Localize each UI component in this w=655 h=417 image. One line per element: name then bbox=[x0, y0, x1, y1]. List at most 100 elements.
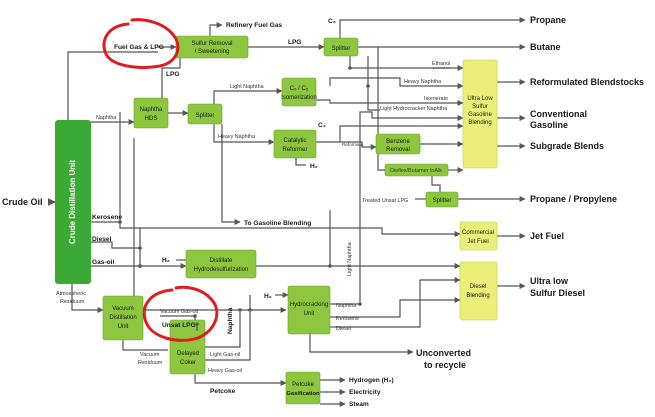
hydrocracking-unit bbox=[287, 285, 331, 335]
label-refinery-fuel-gas: Refinery Fuel Gas bbox=[226, 22, 282, 29]
delayed-coker-label-2: Coker bbox=[180, 360, 196, 366]
splitter-top-label: Splitter bbox=[332, 46, 351, 52]
label-treated-unsat-lpg: Treated Unsat LPG bbox=[362, 198, 408, 204]
splitter-top-unit bbox=[323, 37, 359, 57]
product-unconverted-line-2: to recycle bbox=[424, 360, 466, 370]
diesel-blending-unit bbox=[459, 261, 498, 321]
product-propane-propylene: Propane / Propylene bbox=[530, 194, 617, 204]
sulfur-removal-unit bbox=[175, 35, 249, 59]
flow-lines bbox=[47, 17, 526, 407]
commercial-jet-fuel-label-2: Jet Fuel bbox=[467, 239, 488, 245]
label-h2-dhds: H₂ bbox=[162, 257, 170, 264]
distillate-hds-label-2: Hydrodesulfurization bbox=[194, 267, 249, 273]
splitter-low-unit bbox=[425, 191, 459, 208]
label-fuel-gas-lpg: Fuel Gas & LPG bbox=[114, 44, 164, 51]
label-vacuum-residuum-line-2: Residuum bbox=[138, 360, 163, 366]
highlight-circle-unsat-lpg bbox=[142, 285, 219, 342]
label-lpg-left: LPG bbox=[166, 71, 180, 78]
unsat-lpg-dot bbox=[195, 322, 199, 326]
label-h2-reformer: H₂ bbox=[310, 163, 318, 170]
label-light-gas-oil: Light Gas-oil bbox=[210, 352, 240, 358]
catalytic-reformer-label-2: Reformer bbox=[282, 147, 307, 153]
label-gas-oil: Gas-oil bbox=[92, 259, 115, 266]
benzene-removal-label-1: Benzene bbox=[386, 139, 410, 145]
label-hcu-diesel: Diesel bbox=[336, 326, 351, 332]
dieflex-butamer-inalk-label: Dieflex/Butamer InAlk bbox=[390, 168, 442, 174]
label-naphtha: Naphtha bbox=[96, 115, 116, 121]
hydrocracking-label-2: Unit bbox=[304, 311, 315, 317]
label-heavy-gas-oil: Heavy Gas-oil bbox=[208, 368, 242, 374]
benzene-removal-label-2: Removal bbox=[386, 147, 410, 153]
label-hcu-kerosene: Kerosene bbox=[336, 316, 359, 322]
hydrocracking-label-1: Hydrocracking bbox=[290, 302, 328, 308]
label-reformate: Reformate bbox=[342, 142, 364, 147]
label-petcoke: Petcoke bbox=[210, 388, 236, 395]
vacuum-distillation-label-2: Distillation bbox=[109, 315, 136, 321]
catalytic-reformer-unit bbox=[273, 129, 317, 159]
label-atmospheric-residuum-line-2: Residuum bbox=[60, 299, 85, 305]
product-jet-fuel: Jet Fuel bbox=[530, 231, 564, 241]
ulsg-blending-label-1: Ultra Low bbox=[467, 96, 493, 102]
delayed-coker-label-1: Delayed bbox=[177, 351, 199, 357]
label-vacuum-residuum-line-1: Vacuum bbox=[140, 352, 160, 358]
catalytic-reformer-label-1: Catalytic bbox=[283, 138, 306, 144]
isomerization-label-1: C₅ / C₆ bbox=[290, 86, 309, 92]
petcoke-gasification-label-2: Gasification bbox=[286, 391, 320, 397]
label-atmospheric-residuum-line-1: Atmospheric bbox=[56, 291, 86, 297]
naphtha-hds-label-1: Naphtha bbox=[140, 107, 163, 113]
benzene-removal-unit bbox=[375, 133, 421, 155]
label-ethanol: Ethanol bbox=[432, 61, 450, 67]
diesel-blending-label-2: Blending bbox=[466, 293, 489, 299]
label-heavy-naphtha-mid: Heavy Naphtha bbox=[218, 134, 255, 140]
ulsg-blending-label-3: Gasoline bbox=[468, 112, 492, 118]
product-conventional-line-1: Conventional bbox=[530, 109, 587, 119]
label-diesel-left: Diesel bbox=[92, 236, 112, 243]
splitter-mid-unit bbox=[187, 103, 223, 125]
ulsg-blending-unit bbox=[462, 59, 498, 169]
commercial-jet-fuel-label-1: Commercial bbox=[462, 230, 494, 236]
label-c3: C₃ bbox=[328, 18, 336, 25]
dieflex-butamer-inalk-unit bbox=[384, 163, 449, 177]
label-h2-hcu: H₂ bbox=[264, 293, 272, 300]
label-unsat-lpg: Unsat LPG bbox=[162, 322, 196, 329]
vacuum-distillation-label-1: Vacuum bbox=[112, 306, 134, 312]
splitter-mid-label: Splitter bbox=[196, 113, 215, 119]
label-vacuum-gas-oil: Vacuum Gas-oil bbox=[160, 309, 198, 315]
commercial-jet-fuel-unit bbox=[459, 221, 498, 251]
product-electricity: Electricity bbox=[349, 389, 381, 396]
product-butane: Butane bbox=[530, 42, 561, 52]
crude-distillation-unit bbox=[55, 120, 91, 284]
label-crude-oil: Crude Oil bbox=[2, 197, 43, 207]
label-isomerate: Isomerate bbox=[424, 96, 448, 102]
label-kerosene-left: Kerosene bbox=[92, 214, 122, 221]
sulfur-removal-label-1: Sulfur Removal bbox=[191, 41, 232, 47]
label-lpg-mid: LPG bbox=[288, 39, 302, 46]
sulfur-removal-label-2: / Sweetening bbox=[195, 49, 230, 55]
label-naphtha-vertical: Naphtha bbox=[227, 307, 234, 334]
petcoke-gasification-unit bbox=[285, 371, 321, 405]
isomerization-unit bbox=[281, 77, 317, 107]
product-steam: Steam bbox=[349, 401, 369, 408]
ulsg-blending-label-2: Sulfur bbox=[472, 104, 488, 110]
delayed-coker-unit bbox=[169, 319, 206, 375]
product-reformulated-blendstocks: Reformulated Blendstocks bbox=[530, 77, 644, 87]
product-subgrade-blends: Subgrade Blends bbox=[530, 141, 604, 151]
distillate-hds-label-1: Distillate bbox=[210, 258, 233, 264]
product-conventional-line-2: Gasoline bbox=[530, 120, 568, 130]
label-light-naphtha: Light Naphtha bbox=[230, 84, 264, 90]
vacuum-distillation-unit bbox=[102, 295, 144, 341]
ulsg-blending-label-4: Blending bbox=[468, 120, 491, 126]
label-hcu-naphtha: Naphtha bbox=[336, 303, 356, 309]
product-ulsd-line-2: Sulfur Diesel bbox=[530, 288, 585, 298]
product-hydrogen: Hydrogen (H₂) bbox=[349, 377, 394, 384]
product-unconverted-line-1: Unconverted bbox=[416, 348, 471, 358]
petcoke-gasification-label-1: Petcoke bbox=[292, 382, 314, 388]
product-propane: Propane bbox=[530, 15, 566, 25]
vacuum-distillation-label-3: Unit bbox=[118, 324, 129, 330]
naphtha-hds-label-2: HDS bbox=[145, 116, 158, 122]
product-ulsd-line-1: Ultra low bbox=[530, 276, 569, 286]
label-c4: C₄ bbox=[318, 122, 326, 129]
isomerization-label-2: Isomerization bbox=[281, 95, 317, 101]
label-light-naphtha-vertical: Light Naphtha bbox=[347, 242, 353, 276]
